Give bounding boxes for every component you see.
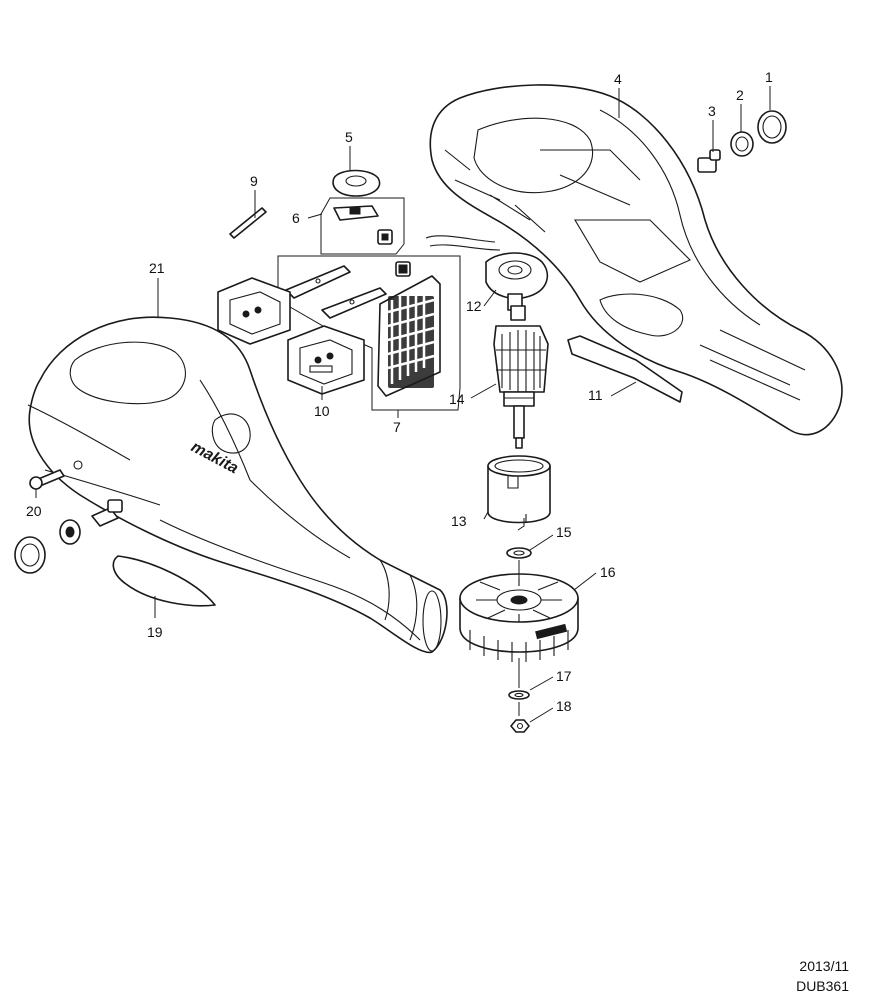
label-2: 2 [736, 87, 744, 103]
part-3-clip [697, 149, 721, 173]
label-15: 15 [556, 524, 572, 540]
part-5-switch-cover [332, 169, 381, 197]
label-18: 18 [556, 698, 572, 714]
label-12: 12 [466, 298, 482, 314]
part-1-ring [757, 110, 787, 144]
part-19-cover [112, 555, 216, 607]
label-10: 10 [314, 403, 330, 419]
part-9-pin [229, 207, 267, 239]
label-4: 4 [614, 71, 622, 87]
label-14: 14 [449, 391, 465, 407]
label-11: 11 [588, 387, 603, 403]
label-9: 9 [250, 173, 258, 189]
part-12-motor-bracket [425, 235, 549, 311]
part-17-washer [508, 690, 530, 700]
footer-model: DUB361 [796, 978, 849, 994]
part-6-switch-box [320, 197, 405, 255]
part-11-strip [567, 335, 683, 403]
label-3: 3 [708, 103, 716, 119]
label-16: 16 [600, 564, 616, 580]
label-5: 5 [345, 129, 353, 145]
part-16-fan [459, 573, 579, 662]
part-18-nut [510, 719, 530, 733]
part-10-block [287, 325, 365, 395]
part-labels: 1 2 3 4 5 6 7 9 10 11 12 13 14 15 16 17 … [26, 69, 773, 714]
leader-lines [35, 86, 771, 723]
housing-left: makita [27, 316, 448, 654]
label-19: 19 [147, 624, 163, 640]
label-13: 13 [451, 513, 467, 529]
footer-date: 2013/11 [799, 958, 849, 974]
label-7: 7 [393, 419, 401, 435]
part-14-armature [493, 305, 549, 449]
part-7-assembly [277, 255, 461, 411]
loose-parts [14, 499, 123, 574]
part-15-washer [506, 547, 532, 559]
grid-filter [377, 275, 441, 397]
part-2-bushing [730, 131, 754, 157]
label-21: 21 [149, 260, 165, 276]
sub-block-upper [217, 277, 291, 345]
label-6: 6 [292, 210, 300, 226]
label-1: 1 [765, 69, 773, 85]
part-13-sleeve [487, 455, 551, 524]
label-17: 17 [556, 668, 572, 684]
housing-right [429, 84, 843, 436]
label-20: 20 [26, 503, 42, 519]
